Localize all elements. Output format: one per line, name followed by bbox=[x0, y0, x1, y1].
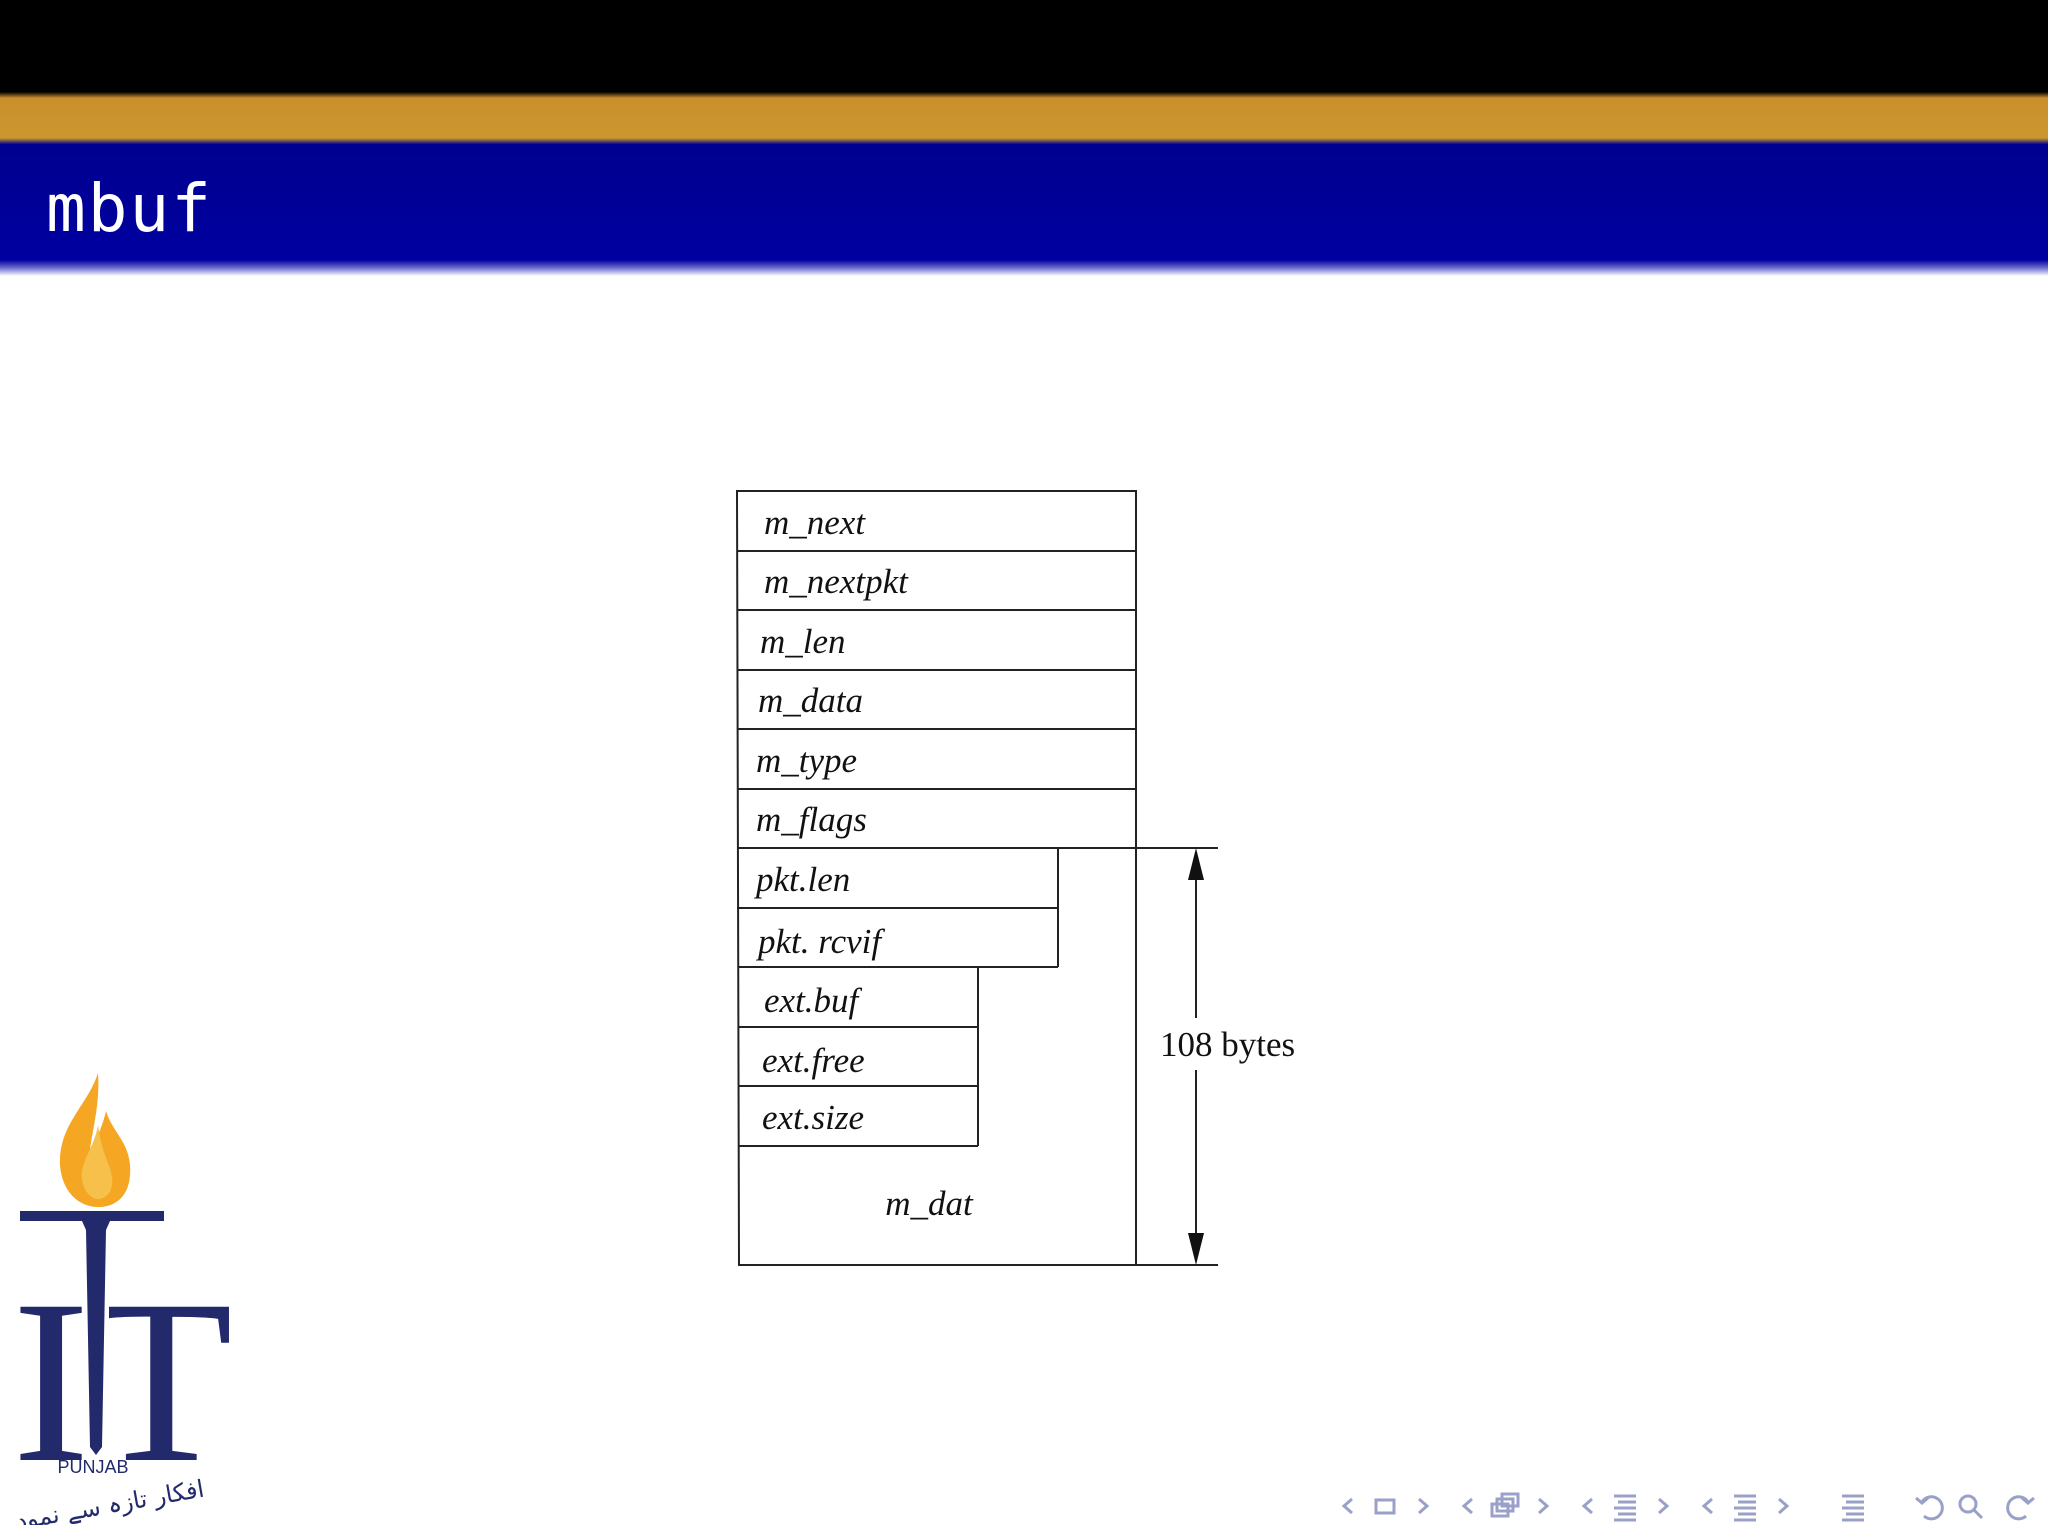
field-m-flags: m_flags bbox=[756, 800, 867, 839]
size-label: 108 bytes bbox=[1160, 1025, 1295, 1064]
field-m-dat: m_dat bbox=[885, 1184, 974, 1223]
slide-title: mbuf bbox=[46, 170, 213, 247]
arrow-up-icon bbox=[1188, 848, 1204, 880]
top-black-bar bbox=[0, 0, 2048, 92]
field-ext-buf: ext.buf bbox=[764, 981, 863, 1020]
logo-region: PUNJAB bbox=[57, 1457, 128, 1477]
beamer-navigation bbox=[1330, 1486, 2040, 1526]
accent-gold-bar bbox=[0, 92, 2048, 144]
field-pkt-rcvif: pkt. rcvif bbox=[755, 922, 885, 961]
nav-appendix-icon[interactable] bbox=[1830, 1486, 1880, 1526]
field-ext-size: ext.size bbox=[762, 1098, 864, 1137]
itu-logo: ITU PUNJAB افکار تازہ سے نمود bbox=[12, 1073, 230, 1525]
arrow-down-icon bbox=[1188, 1233, 1204, 1265]
nav-section-button[interactable] bbox=[1570, 1486, 1680, 1526]
nav-subsection-button[interactable] bbox=[1450, 1486, 1560, 1526]
field-m-type: m_type bbox=[756, 741, 857, 780]
nav-search-controls[interactable] bbox=[1910, 1486, 2040, 1526]
field-pkt-len: pkt.len bbox=[753, 860, 850, 899]
search-icon bbox=[1958, 1494, 1978, 1514]
field-m-data: m_data bbox=[758, 681, 863, 720]
field-m-len: m_len bbox=[760, 622, 846, 661]
flame-icon bbox=[59, 1073, 131, 1207]
nav-part-button[interactable] bbox=[1690, 1486, 1800, 1526]
logo-letters: ITU bbox=[12, 1251, 230, 1511]
field-ext-free: ext.free bbox=[762, 1041, 865, 1080]
field-m-next: m_next bbox=[764, 503, 866, 542]
nav-frame-button[interactable] bbox=[1330, 1486, 1440, 1526]
field-m-nextpkt: m_nextpkt bbox=[764, 562, 909, 601]
title-bar bbox=[0, 144, 2048, 276]
